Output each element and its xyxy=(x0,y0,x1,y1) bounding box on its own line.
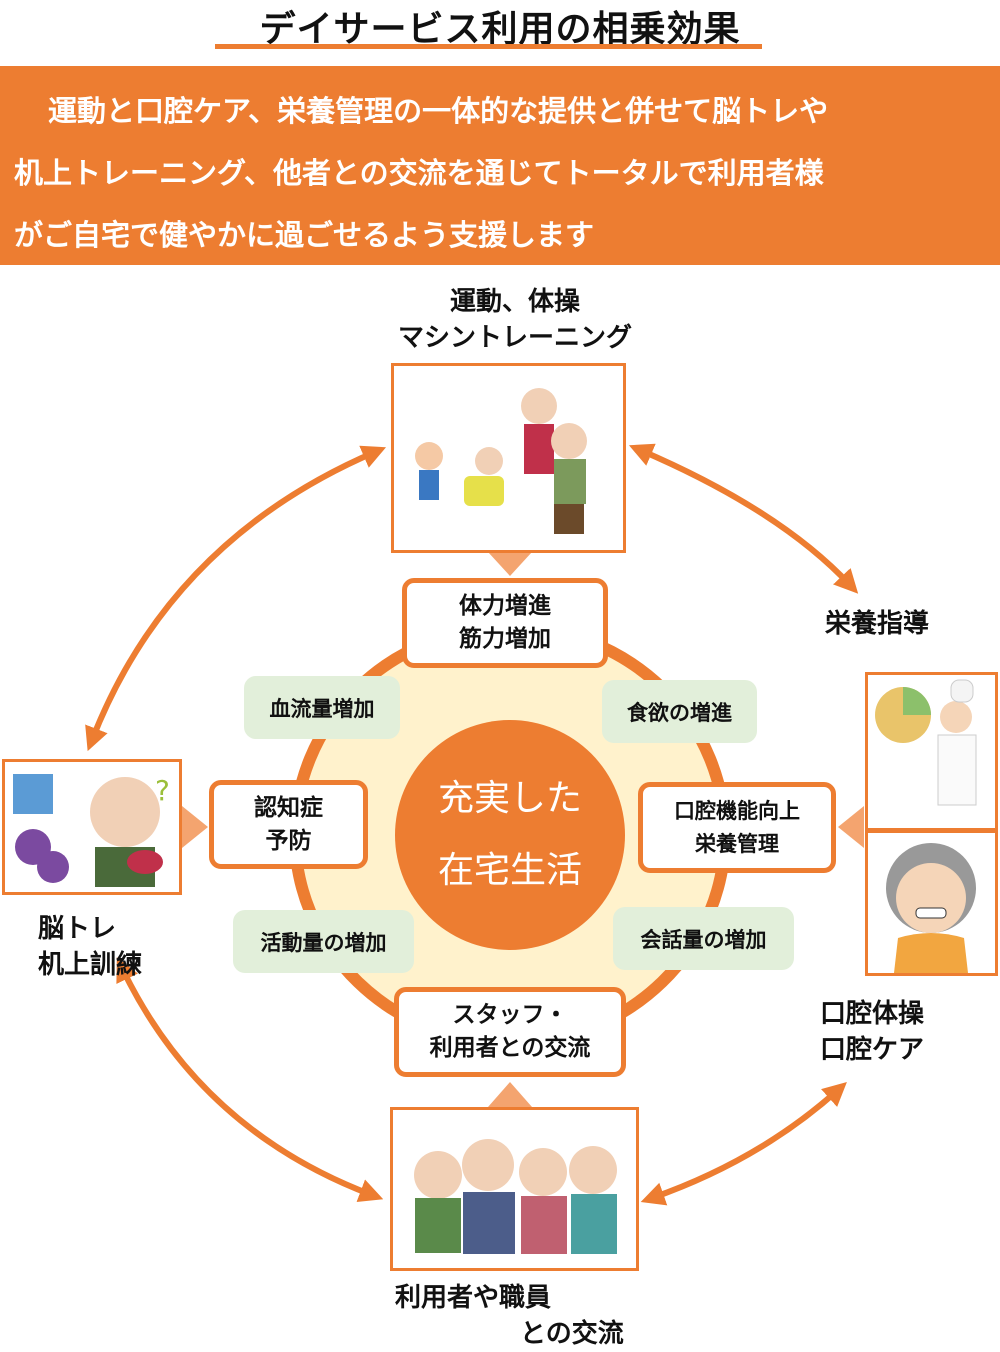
banner-line: 運動と口腔ケア、栄養管理の一体的な提供と併せて脳トレや xyxy=(48,94,829,128)
label-line: との交流 xyxy=(520,1319,624,1349)
label-line: 机上訓練 xyxy=(38,950,143,980)
label-line: 口腔体操 xyxy=(820,999,925,1029)
effect-line: 筋力増加 xyxy=(459,626,551,652)
arrow-oral-social xyxy=(640,1081,847,1206)
label-nutrition: 栄養指導 xyxy=(825,609,930,639)
brain-training-illustration: ? xyxy=(2,759,182,895)
page-title: デイサービス利用の相乗効果 xyxy=(259,9,741,50)
effect-line: 体力増進 xyxy=(459,593,551,619)
label-line: 利用者や職員 xyxy=(395,1283,552,1313)
banner-line: がご自宅で健やかに過ごせるよう支援します xyxy=(14,218,595,252)
social-illustration xyxy=(390,1107,639,1271)
label-line: マシントレーニング xyxy=(397,323,632,353)
triangle-left xyxy=(182,806,208,848)
svg-text:?: ? xyxy=(155,774,170,807)
effect-interaction: スタッフ・利用者との交流 xyxy=(394,987,626,1077)
summary-banner: 運動と口腔ケア、栄養管理の一体的な提供と併せて脳トレや 机上トレーニング、他者と… xyxy=(0,66,1000,265)
nutrition-illustration xyxy=(865,672,998,831)
arrow-brain-social xyxy=(116,957,384,1202)
center-line: 在宅生活 xyxy=(437,850,582,891)
arrow-exercise-nutrition xyxy=(628,443,859,594)
effect-physical: 体力増進筋力増加 xyxy=(402,578,608,668)
effect-dementia: 認知症予防 xyxy=(209,780,368,869)
triangle-bottom xyxy=(488,1082,532,1107)
effect-appetite: 食欲の増進 xyxy=(602,680,757,743)
triangle-top xyxy=(488,552,532,576)
effect-oral: 口腔機能向上栄養管理 xyxy=(638,782,836,873)
center-line: 充実した xyxy=(437,778,582,819)
exercise-illustration xyxy=(391,363,626,553)
label-exercise: 運動、体操マシントレーニング xyxy=(380,284,650,356)
label-brain: 脳トレ机上訓練 xyxy=(38,911,142,983)
label-line: 口腔ケア xyxy=(820,1035,925,1065)
label-line: 運動、体操 xyxy=(449,287,580,317)
title-underline xyxy=(215,44,762,49)
effect-line: 予防 xyxy=(265,827,312,854)
effect-conversation: 会話量の増加 xyxy=(613,907,794,970)
effect-line: スタッフ・ xyxy=(452,1002,568,1028)
effect-line: 利用者との交流 xyxy=(429,1035,591,1061)
label-social: 利用者や職員との交流 xyxy=(395,1280,624,1352)
label-oral: 口腔体操口腔ケア xyxy=(820,996,924,1068)
label-line: 脳トレ xyxy=(38,914,117,944)
effect-line: 認知症 xyxy=(254,794,323,821)
banner-line: 机上トレーニング、他者との交流を通じてトータルで利用者様 xyxy=(14,156,824,190)
effect-activity: 活動量の増加 xyxy=(233,910,414,973)
effect-blood-flow: 血流量増加 xyxy=(244,676,400,739)
effect-line: 口腔機能向上 xyxy=(674,798,800,823)
center-goal: 充実した 在宅生活 xyxy=(395,720,625,950)
triangle-right xyxy=(838,806,864,848)
oral-care-illustration xyxy=(865,830,998,976)
effect-line: 栄養管理 xyxy=(695,831,779,856)
arrow-exercise-brain xyxy=(85,445,387,752)
